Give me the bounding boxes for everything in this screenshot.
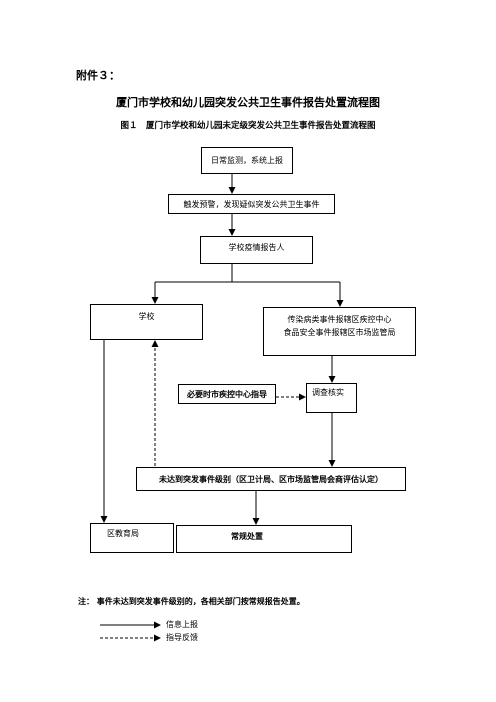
- figure-title: 图１ 厦门市学校和幼儿园未定级突发公共卫生事件报告处置流程图: [120, 121, 376, 131]
- node-investigation: 调查核实: [306, 383, 357, 413]
- node-district-education-label: 区教育局: [107, 529, 139, 538]
- node-school-label: 学校: [138, 312, 155, 321]
- node-routine-handling-label: 常规处置: [231, 532, 263, 541]
- attachment-label: 附件３：: [76, 69, 120, 82]
- node-district-education: 区教育局: [90, 523, 174, 553]
- node-not-reached-level-label: 未达到突发事件级别（区卫计局、区市场监管局会商评估认定）: [159, 474, 383, 484]
- note-text: 注： 事件未达到突发事件级别的，各相关部门按常规报告处置。: [78, 597, 305, 606]
- page-title: 厦门市学校和幼儿园突发公共卫生事件报告处置流程图: [116, 96, 380, 109]
- node-daily-monitoring-label: 日常监测，系统上报: [211, 156, 283, 165]
- node-daily-monitoring: 日常监测，系统上报: [201, 147, 293, 174]
- node-cdc-guidance: 必要时市疾控中心指导: [178, 384, 276, 404]
- node-not-reached-level: 未达到突发事件级别（区卫计局、区市场监管局会商评估认定）: [136, 467, 406, 491]
- node-report-line2: 食品安全事件报辖区市场监管局: [283, 328, 396, 337]
- node-investigation-label: 调查核实: [312, 388, 344, 397]
- legend-report-label: 信息上报: [166, 620, 198, 629]
- node-cdc-guidance-label: 必要时市疾控中心指导: [187, 389, 267, 399]
- node-routine-handling: 常规处置: [176, 525, 352, 553]
- node-trigger-warning-label: 触发预警，发现疑似突发公共卫生事件: [183, 199, 320, 209]
- node-report-channel: 传染病类事件报辖区疾控中心 食品安全事件报辖区市场监管局: [263, 307, 416, 356]
- node-report-line1: 传染病类事件报辖区疾控中心: [287, 315, 392, 324]
- node-school-reporter: 学校疫情报告人: [200, 236, 313, 264]
- legend-feedback-label: 指导反馈: [166, 633, 198, 642]
- node-school: 学校: [90, 304, 203, 340]
- node-school-reporter-label: 学校疫情报告人: [228, 243, 285, 252]
- node-trigger-warning: 触发预警，发现疑似突发公共卫生事件: [168, 194, 335, 214]
